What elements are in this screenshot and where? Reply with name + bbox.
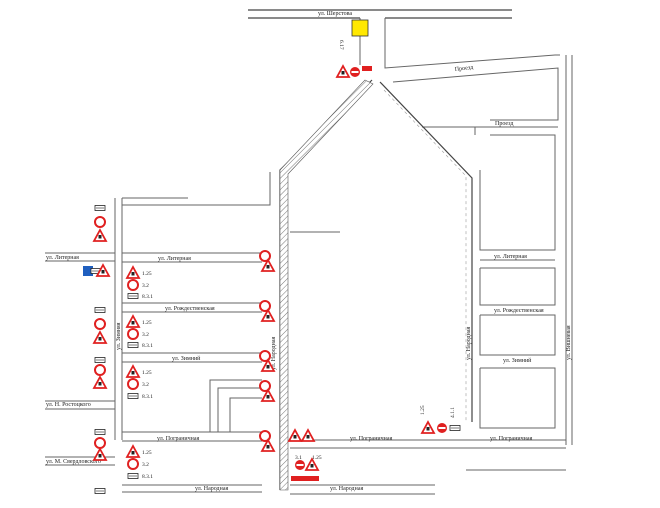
sign-stack-inner-2: 1.25 3.2 8.3.1 <box>126 315 153 349</box>
street-vertical-left: ул. Зимняя <box>116 322 122 350</box>
street-narodnaya-b: ул. Народная <box>330 486 363 492</box>
svg-text:3.2: 3.2 <box>142 462 149 468</box>
svg-text:4.1.1: 4.1.1 <box>450 407 456 418</box>
plate-icon <box>94 205 106 211</box>
street-pogranichnaya-far: ул. Пограничная <box>490 436 533 442</box>
street-litera-right: ул. Литерная <box>494 254 527 260</box>
street-vertical-a: ул. Народная <box>271 337 277 370</box>
svg-text:1.25: 1.25 <box>142 320 152 326</box>
svg-text:3.2: 3.2 <box>142 382 149 388</box>
street-pogranichnaya-mid: ул. Пограничная <box>157 436 200 442</box>
warning-sign-icon <box>336 65 350 78</box>
sign-stack-left-3 <box>93 307 107 344</box>
street-zimniy-right: ул. Зимний <box>503 357 532 364</box>
sign-cluster-bottom: 3.1 1.25 <box>288 429 322 481</box>
no-entry-sign-icon <box>295 460 305 470</box>
street-rostotsky: ул. Н. Ростоцкого <box>46 402 91 408</box>
barrier-icon <box>362 66 372 71</box>
street-vertical-right: ул. Вишневая <box>566 325 572 360</box>
sign-stack-left-1 <box>93 205 107 242</box>
street-sverdlovsky: ул. М. Свердловского <box>46 459 101 465</box>
speed-limit-sign-icon <box>94 216 106 228</box>
svg-text:1.25: 1.25 <box>312 455 322 461</box>
speed-limit-sign-icon <box>94 437 106 449</box>
street-vertical-b: ул. Народная <box>466 327 472 360</box>
svg-text:3.2: 3.2 <box>142 283 149 289</box>
street-litera-mid: ул. Литерная <box>158 256 191 262</box>
plate-icon <box>94 357 106 363</box>
svg-text:3.2: 3.2 <box>142 332 149 338</box>
svg-text:8.3.1: 8.3.1 <box>142 394 153 400</box>
street-rozhd-right: ул. Рождественская <box>494 308 544 314</box>
sign-stack-inner-4: 1.25 3.2 8.3.1 <box>126 445 153 480</box>
sign-stack-left-2 <box>83 264 110 277</box>
street-labels: ул. Шерстова Проезд Проезд ул. Литерная … <box>46 11 572 492</box>
work-zone-hatching <box>279 79 374 491</box>
svg-text:1.25: 1.25 <box>142 450 152 456</box>
plate-icon <box>94 429 106 435</box>
road-network <box>45 9 573 495</box>
street-litera-left: ул. Литерная <box>46 255 79 261</box>
street-rozhd-mid: ул. Рождественская <box>165 306 215 312</box>
street-proezd-top: Проезд <box>455 65 474 73</box>
svg-text:8.3.1: 8.3.1 <box>142 343 153 349</box>
sign-cluster-top: 6.17 <box>336 40 372 78</box>
info-sign-icon <box>83 266 93 276</box>
street-narodnaya-a: ул. Народная <box>195 486 228 492</box>
warning-sign-icon <box>93 229 107 242</box>
speed-limit-sign-icon <box>94 318 106 330</box>
warning-sign-icon <box>93 448 107 461</box>
no-entry-sign-icon <box>437 423 447 433</box>
svg-text:8.3.1: 8.3.1 <box>142 474 153 480</box>
sign-stack-left-4 <box>93 357 107 389</box>
plate-icon <box>94 488 106 494</box>
sign-cluster-right: 1.25 4.1.1 <box>420 405 461 434</box>
work-site-marker <box>351 19 369 37</box>
svg-text:1.25: 1.25 <box>142 271 152 277</box>
svg-text:1.25: 1.25 <box>142 370 152 376</box>
plate-icon <box>94 307 106 313</box>
street-pogranichnaya-right: ул. Пограничная <box>350 436 393 442</box>
warning-sign-icon <box>93 376 107 389</box>
svg-text:1.25: 1.25 <box>420 405 426 415</box>
sign-stack-inner-3: 1.25 3.2 8.3.1 <box>126 365 153 400</box>
svg-text:3.1: 3.1 <box>295 455 302 461</box>
street-zimniy-mid: ул. Зимний <box>172 355 201 362</box>
street-sherstova: ул. Шерстова <box>318 11 352 17</box>
plate-icon <box>449 425 461 431</box>
no-entry-sign-icon <box>350 67 360 77</box>
sign-stack-inner-1: 1.25 3.2 8.3.1 <box>126 266 153 300</box>
svg-text:6.17: 6.17 <box>338 40 344 50</box>
svg-text:8.3.1: 8.3.1 <box>142 294 153 300</box>
barrier-icon <box>291 476 319 481</box>
street-proezd-mid: Проезд <box>495 121 513 127</box>
warning-sign-icon <box>93 331 107 344</box>
speed-limit-sign-icon <box>94 364 106 376</box>
